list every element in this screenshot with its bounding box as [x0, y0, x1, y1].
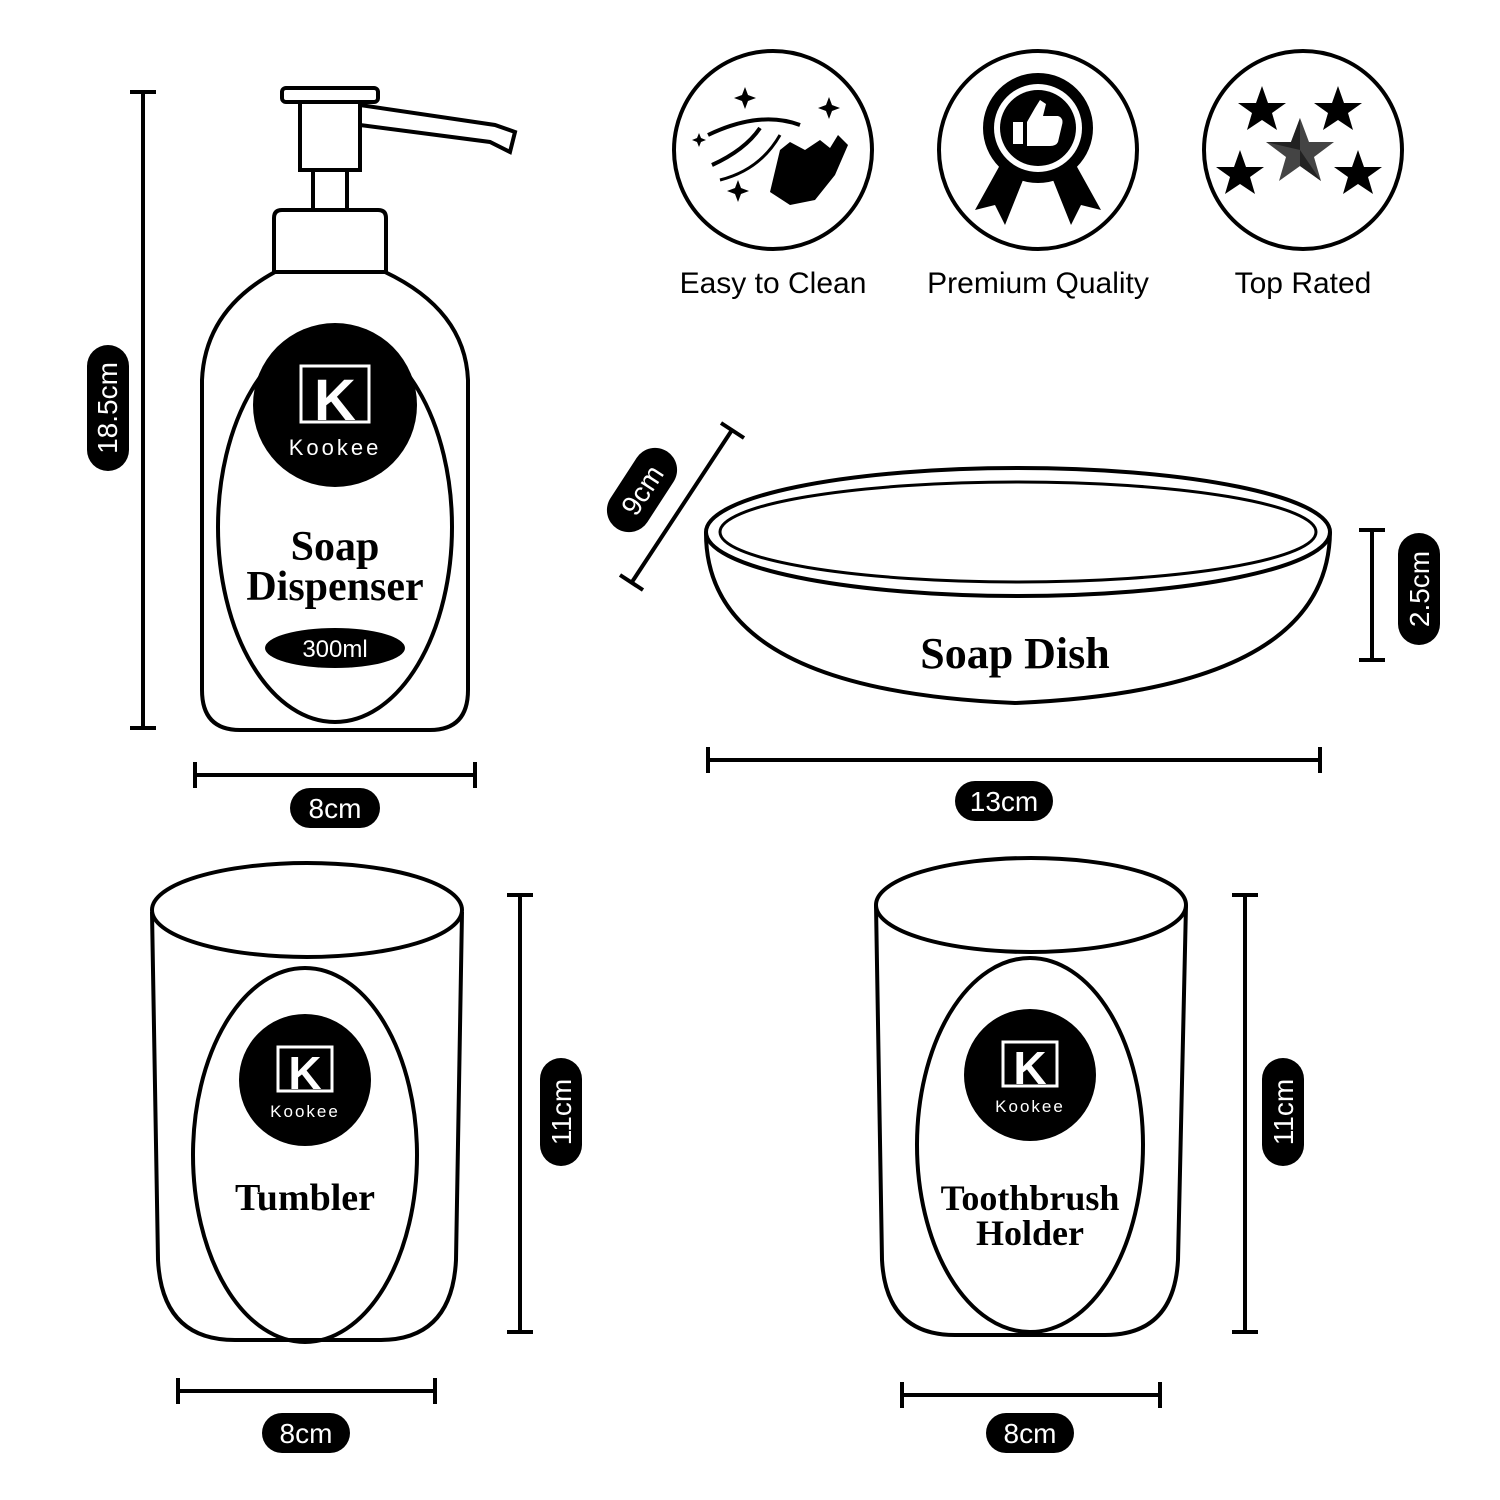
dish-rim-inner — [718, 480, 1318, 584]
width-text: 13cm — [970, 786, 1038, 817]
feature-circle — [937, 49, 1139, 251]
bottle-body — [200, 270, 470, 732]
feature-circle — [672, 49, 874, 251]
kookee-logo: K Kookee — [239, 1014, 371, 1146]
width-text: 8cm — [1004, 1418, 1057, 1449]
volume-text: 300ml — [302, 636, 367, 663]
feature-premium-quality: Premium Quality — [927, 49, 1149, 300]
height-pill: 2.5cm — [1398, 533, 1440, 645]
feature-top-rated: Top Rated — [1202, 49, 1404, 300]
logo-letter: K — [1013, 1042, 1046, 1094]
height-text: 18.5cm — [92, 362, 123, 454]
product-title-line2: Dispenser — [246, 564, 423, 610]
pump-head — [272, 86, 518, 274]
kookee-logo: K Kookee — [253, 323, 417, 487]
width-dimension — [193, 762, 477, 788]
height-dimension — [507, 893, 533, 1334]
feature-label: Easy to Clean — [680, 267, 867, 300]
product-title-line2: Holder — [976, 1213, 1084, 1253]
feature-circle — [1202, 49, 1404, 251]
width-text: 8cm — [280, 1418, 333, 1449]
height-text: 11cm — [546, 1079, 577, 1145]
brand-name: Kookee — [995, 1097, 1065, 1116]
cup-rim — [874, 856, 1188, 954]
height-dimension — [130, 90, 156, 730]
dish-body — [703, 531, 1332, 706]
diameter-dimension — [618, 421, 746, 592]
height-text: 11cm — [1268, 1079, 1299, 1145]
stars-icon — [1216, 86, 1382, 194]
width-dimension — [176, 1378, 437, 1404]
logo-letter: K — [314, 368, 356, 433]
height-pill: 11cm — [540, 1058, 582, 1166]
width-text: 8cm — [309, 793, 362, 824]
width-pill: 8cm — [986, 1413, 1074, 1453]
cup-rim — [150, 861, 464, 959]
height-pill: 11cm — [1262, 1058, 1304, 1166]
feature-label: Premium Quality — [927, 267, 1149, 300]
thumbs-up-badge-icon — [975, 73, 1101, 225]
width-pill: 8cm — [290, 788, 380, 828]
width-pill: 8cm — [262, 1413, 350, 1453]
dish-rim-outer — [704, 466, 1332, 598]
height-dimension — [1359, 528, 1385, 662]
diameter-pill: 9cm — [606, 447, 678, 533]
product-title-line1: Soap — [291, 524, 380, 570]
soap-dispenser: K Kookee Soap Dispenser 300ml 18.5cm 8cm — [87, 86, 518, 828]
width-dimension — [706, 747, 1322, 773]
product-title: Tumbler — [235, 1177, 375, 1219]
feature-easy-to-clean: Easy to Clean — [672, 49, 874, 300]
logo-letter: K — [288, 1047, 321, 1099]
hand-wipe-icon — [692, 87, 848, 205]
soap-dish: Soap Dish 9cm 2.5cm 13cm — [606, 421, 1440, 821]
volume-badge: 300ml — [265, 628, 405, 668]
product-title: Soap Dish — [920, 629, 1110, 678]
product-title-line1: Toothbrush — [941, 1178, 1120, 1218]
height-dimension — [1232, 893, 1258, 1334]
feature-label: Top Rated — [1235, 267, 1372, 300]
label-oval — [191, 966, 419, 1344]
cup-body — [874, 904, 1188, 1337]
label-oval — [915, 956, 1145, 1334]
height-text: 2.5cm — [1404, 551, 1435, 627]
kookee-logo: K Kookee — [964, 1009, 1096, 1141]
brand-name: Kookee — [270, 1102, 340, 1121]
width-pill: 13cm — [955, 781, 1053, 821]
toothbrush-holder: K Kookee Toothbrush Holder 11cm 8cm — [874, 856, 1304, 1453]
height-pill: 18.5cm — [87, 345, 129, 471]
brand-name: Kookee — [289, 435, 382, 460]
tumbler: K Kookee Tumbler 11cm 8cm — [150, 861, 582, 1453]
width-dimension — [900, 1382, 1162, 1408]
